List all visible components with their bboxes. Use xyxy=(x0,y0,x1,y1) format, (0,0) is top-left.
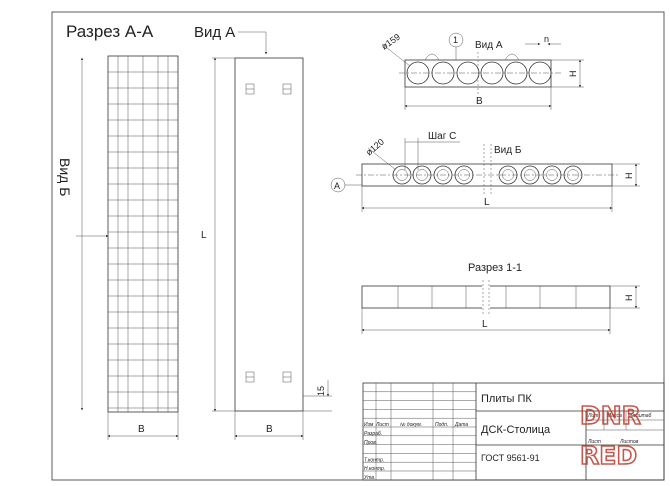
tb-right-header-1: Масса xyxy=(607,413,622,419)
tb-sheet-1: Листов xyxy=(619,439,639,445)
diameter-120: ø120 xyxy=(364,137,386,158)
step-c-label: Шаг С xyxy=(428,131,456,142)
top-dim-h: H xyxy=(568,71,578,78)
end-view-top xyxy=(381,32,584,110)
view-b-label: Вид Б xyxy=(494,145,522,156)
watermark-logo: DNR RED xyxy=(579,400,642,471)
section-11-view xyxy=(361,280,640,334)
view-b-plan xyxy=(330,138,640,212)
tb-col-2: № докум. xyxy=(400,422,422,428)
tb-row-1: Пров. xyxy=(364,440,377,446)
middle-dim-l: L xyxy=(484,197,490,208)
front-view-label: Вид А xyxy=(194,24,235,41)
section-11-title: Разрез 1-1 xyxy=(468,262,522,274)
title-standard: ГОСТ 9561-91 xyxy=(481,453,540,463)
section-aa-view xyxy=(76,55,179,440)
tb-row-0: Разраб. xyxy=(364,431,382,437)
section-aa-dim-b: B xyxy=(138,424,145,435)
middle-dim-h: H xyxy=(624,173,634,180)
tb-right-header-2: Масштаб xyxy=(628,413,652,419)
watermark-line2: RED xyxy=(580,441,637,470)
tb-right-header-0: Лит. xyxy=(587,413,600,419)
section-11-dim-l: L xyxy=(482,319,488,330)
diameter-159: ø159 xyxy=(379,32,402,52)
tb-col-3: Подп. xyxy=(435,422,448,428)
front-view xyxy=(212,31,332,440)
section-11-dim-h: H xyxy=(624,295,634,302)
tb-row-2: Т.контр. xyxy=(364,457,384,463)
tb-row-4: Утв. xyxy=(364,475,375,481)
section-aa-title: Разрез А-А xyxy=(66,22,154,41)
title-product: Плиты ПК xyxy=(481,393,532,405)
sheet-border xyxy=(51,11,665,481)
top-dim-b: B xyxy=(476,96,483,107)
view-b-side-label: Вид Б xyxy=(57,158,73,196)
tb-col-1: Лист xyxy=(375,422,389,428)
front-dim-l: L xyxy=(201,230,207,241)
top-view-a-label: Вид А xyxy=(475,40,503,51)
marker-1: 1 xyxy=(453,35,458,45)
front-dim-b: B xyxy=(266,424,273,435)
title-block xyxy=(362,382,665,481)
title-company: ДСК-Столица xyxy=(481,424,551,436)
watermark-line1: DNR xyxy=(580,401,641,430)
tb-col-4: Дата xyxy=(454,422,468,428)
top-dim-n: n xyxy=(544,34,549,44)
marker-a: А xyxy=(334,181,340,191)
front-dim-15: 15 xyxy=(316,386,326,396)
tb-col-0: Изм xyxy=(364,422,374,428)
tb-sheet-0: Лист xyxy=(587,439,601,445)
tb-row-3: Н.контр. xyxy=(364,466,385,472)
